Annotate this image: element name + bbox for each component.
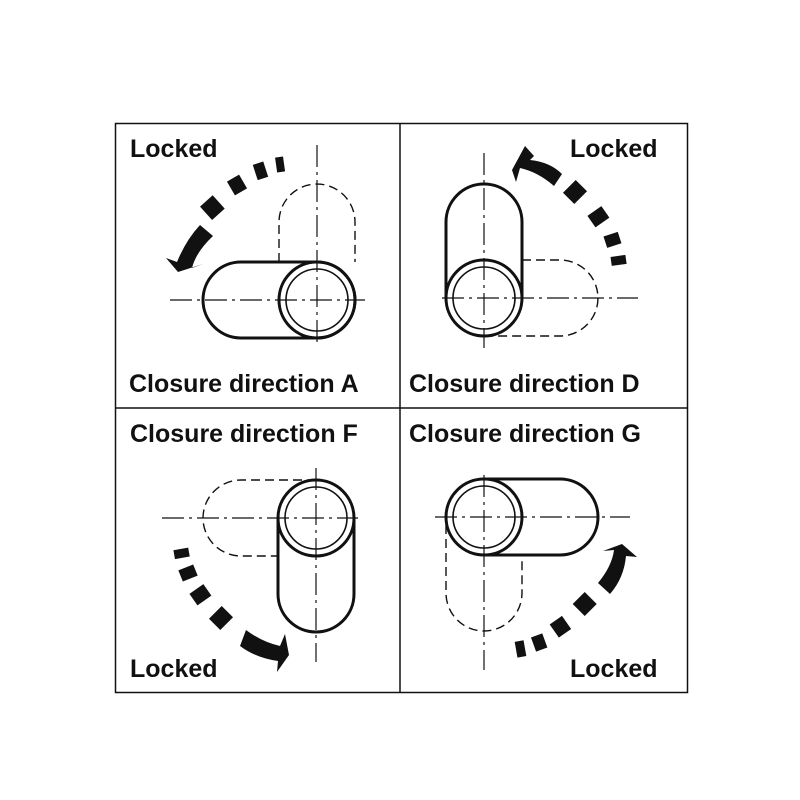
ghost-position-outline [445, 525, 523, 632]
cam-slot-outline [276, 518, 356, 634]
panel-closure-d: Locked Closure direction D [409, 135, 658, 398]
panel-closure-a: Locked Closure direction A [129, 135, 365, 398]
ghost-position-outline [484, 259, 599, 337]
rotation-arrow-icon [173, 547, 289, 672]
locked-label: Locked [130, 135, 218, 163]
cylinder-inner [452, 485, 516, 549]
rotation-arrow-icon [166, 156, 286, 272]
panel-title: Closure direction G [409, 420, 641, 448]
cylinder-outer [444, 258, 524, 338]
rotation-arrow-icon [514, 544, 637, 658]
cam-slot-outline [484, 477, 600, 557]
locked-label: Locked [570, 655, 658, 683]
rotation-arrow-icon [512, 146, 627, 266]
cylinder-outer [277, 260, 357, 340]
locked-label: Locked [570, 135, 658, 163]
ghost-position-outline [202, 479, 316, 557]
locked-label: Locked [130, 655, 218, 683]
panel-closure-g: Closure direction G Locked [409, 420, 658, 683]
cam-slot-outline [444, 182, 524, 298]
panel-closure-f: Closure direction F Locked [130, 420, 358, 683]
panel-title: Closure direction F [130, 420, 358, 448]
panel-title: Closure direction A [129, 370, 359, 398]
cylinder-inner [284, 486, 348, 550]
cylinder-inner [452, 266, 516, 330]
cylinder-inner [285, 268, 349, 332]
panel-title: Closure direction D [409, 370, 640, 398]
cylinder-outer [276, 478, 356, 558]
cylinder-outer [444, 477, 524, 557]
ghost-position-outline [278, 183, 356, 262]
